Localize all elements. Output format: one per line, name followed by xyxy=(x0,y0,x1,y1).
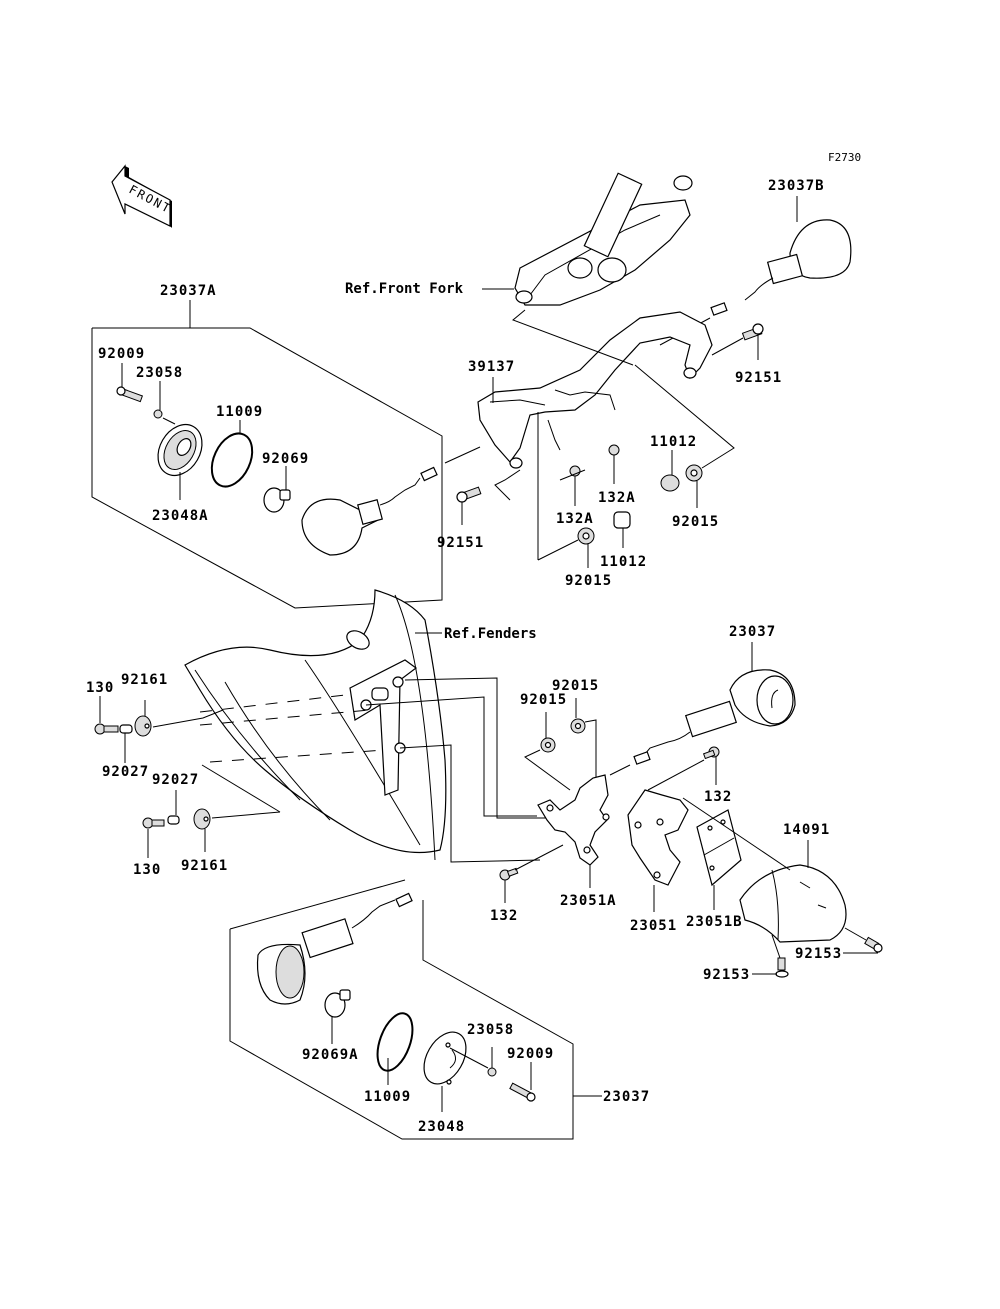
bracket-23051 xyxy=(627,789,689,886)
front-fender xyxy=(184,589,447,861)
label-92027-low: 92027 xyxy=(152,772,199,788)
label-92009-low: 92009 xyxy=(507,1046,554,1062)
label-11009-top: 11009 xyxy=(216,404,263,420)
label-23037-low: 23037 xyxy=(603,1089,650,1105)
label-92027-top: 92027 xyxy=(102,764,149,780)
label-92161-low: 92161 xyxy=(181,858,228,874)
label-92015-bracket-a: 92015 xyxy=(520,692,567,708)
nut-92015-bracket-a xyxy=(540,737,556,753)
label-23048: 23048 xyxy=(418,1119,465,1135)
label-23051A: 23051A xyxy=(560,893,617,909)
screw-92009-top xyxy=(116,386,144,403)
label-39137: 39137 xyxy=(468,359,515,375)
turn-signal-23037A xyxy=(301,466,438,556)
turn-signal-23037-low xyxy=(256,892,413,1005)
label-130-low: 130 xyxy=(133,862,161,878)
label-23051: 23051 xyxy=(630,918,677,934)
collar-11012-right xyxy=(660,474,680,492)
lens-cover-23048 xyxy=(423,1031,467,1085)
label-92151-right: 92151 xyxy=(735,370,782,386)
gasket-11009-top xyxy=(210,432,254,488)
label-14091: 14091 xyxy=(783,822,830,838)
bracket-23051A xyxy=(537,774,610,866)
grommet-92161-low xyxy=(193,808,211,830)
label-11012-right: 11012 xyxy=(650,434,697,450)
bulb-92069A xyxy=(324,989,351,1018)
label-132A-right: 132A xyxy=(598,490,636,506)
nut-23058-top xyxy=(153,409,163,419)
collar-92027-top xyxy=(119,724,133,734)
label-11009-low: 11009 xyxy=(364,1089,411,1105)
grommet-92161-top xyxy=(134,715,152,737)
bracket-39137 xyxy=(477,311,713,501)
label-92015-low: 92015 xyxy=(565,573,612,589)
nut-92015-low xyxy=(577,527,595,545)
label-23037A: 23037A xyxy=(160,283,217,299)
bulb-92069 xyxy=(263,487,291,513)
label-130-top: 130 xyxy=(86,680,114,696)
screw-92151-left xyxy=(456,486,482,503)
label-132A-left: 132A xyxy=(556,511,594,527)
label-92153-right: 92153 xyxy=(795,946,842,962)
cover-14091 xyxy=(739,864,847,943)
label-23037B: 23037B xyxy=(768,178,825,194)
label-92069: 92069 xyxy=(262,451,309,467)
nut-92015-bracket-b xyxy=(570,718,586,734)
nut-132A-right xyxy=(608,444,620,456)
label-92015-bracket-b: 92015 xyxy=(552,678,599,694)
label-23051B: 23051B xyxy=(686,914,743,930)
label-23058-low: 23058 xyxy=(467,1022,514,1038)
lens-cover-23048A xyxy=(157,423,203,477)
plate-23051B xyxy=(696,809,742,887)
label-92153-low: 92153 xyxy=(703,967,750,983)
label-92151-left: 92151 xyxy=(437,535,484,551)
collar-92027-low xyxy=(167,815,180,825)
label-23048A: 23048A xyxy=(152,508,209,524)
turn-signal-23037B xyxy=(710,219,852,316)
screw-92151-right xyxy=(741,323,764,341)
label-132-right: 132 xyxy=(704,789,732,805)
ref-fenders: Ref.Fenders xyxy=(444,626,537,642)
label-92161-top: 92161 xyxy=(121,672,168,688)
bolt-132-right xyxy=(702,746,720,760)
label-11012-low: 11012 xyxy=(600,554,647,570)
figure-code: F2730 xyxy=(828,151,861,164)
nut-92015-right xyxy=(685,464,703,482)
bolt-130-low xyxy=(142,817,165,829)
turn-signal-23037-right xyxy=(633,669,796,765)
assembly-outline-23037A xyxy=(91,327,443,609)
assembly-outline-23037-low xyxy=(229,900,574,1140)
collar-11012-low xyxy=(613,511,631,529)
label-92015-right: 92015 xyxy=(672,514,719,530)
front-fork-bracket xyxy=(514,172,693,306)
screw-92009-low xyxy=(509,1082,536,1102)
gasket-11009-low xyxy=(376,1012,414,1072)
ref-front-fork: Ref.Front Fork xyxy=(345,281,464,297)
label-92069A: 92069A xyxy=(302,1047,359,1063)
front-arrow-icon: FRONT xyxy=(111,164,174,228)
label-23058-top: 23058 xyxy=(136,365,183,381)
label-23037-right: 23037 xyxy=(729,624,776,640)
bolt-92153-low xyxy=(775,957,789,978)
bolt-130-top xyxy=(94,723,119,735)
label-92009-top: 92009 xyxy=(98,346,145,362)
bolt-92153-right xyxy=(864,936,883,953)
nut-23058-low xyxy=(487,1067,497,1077)
bolt-132-low xyxy=(499,867,519,881)
label-132-low: 132 xyxy=(490,908,518,924)
